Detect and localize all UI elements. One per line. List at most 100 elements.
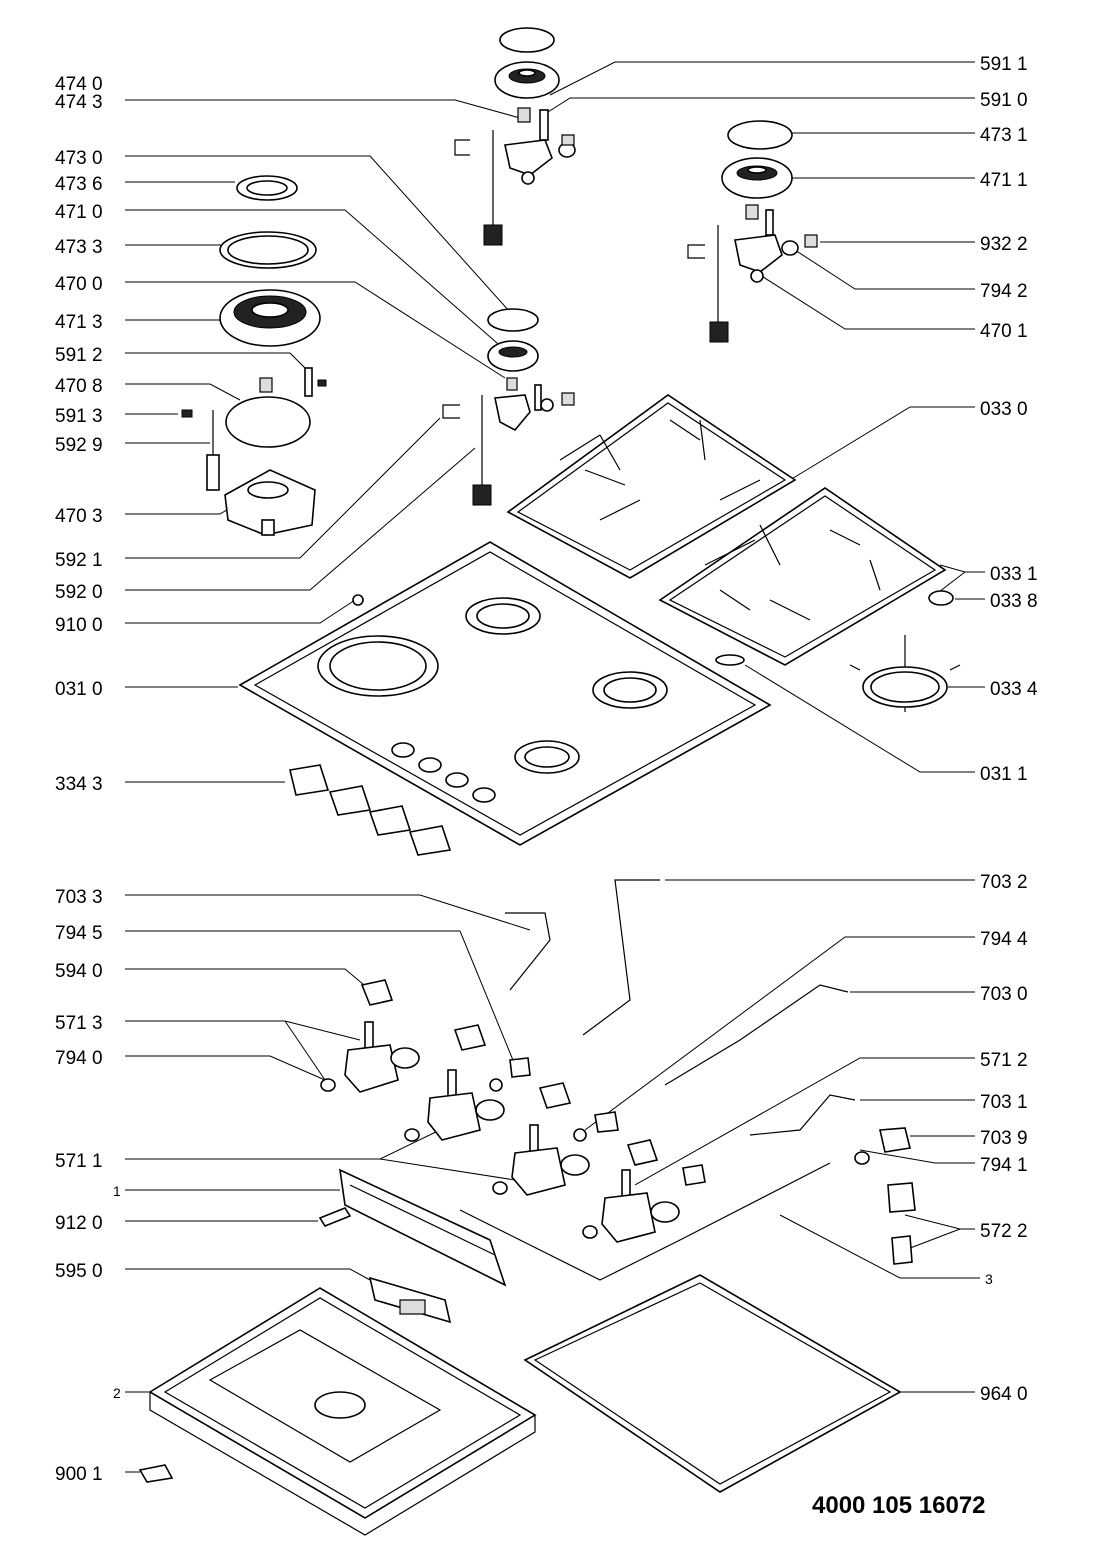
- pipe-703-0: [664, 984, 849, 1086]
- callout-703-3: 703 3: [55, 887, 103, 908]
- leader-572-2: [904, 1214, 975, 1230]
- leader-592-1: [125, 417, 441, 559]
- callout-794-4: 794 4: [980, 929, 1028, 950]
- burner-wok-left: [181, 175, 327, 536]
- callout-571-3: 571 3: [55, 1013, 103, 1034]
- gas-pipes: [459, 879, 916, 1281]
- callout-474-0: 474 0: [55, 74, 103, 95]
- leader-703-3: [125, 894, 531, 931]
- callout-470-0: 470 0: [55, 274, 103, 295]
- manifold-bracket: [318, 1168, 507, 1324]
- leader-591-0: [547, 97, 975, 113]
- leader-473-0: [125, 155, 511, 313]
- pan-supports: [506, 394, 961, 712]
- leader-794-5: [125, 930, 516, 1066]
- hob-top-031-0: [238, 541, 772, 846]
- burner-top-center: [454, 27, 576, 246]
- callout-474-3: 474 3: [55, 92, 103, 113]
- leader-794-4: [584, 936, 975, 1131]
- knob-2: [328, 785, 372, 816]
- callout-471-3: 471 3: [55, 312, 103, 333]
- callout-591-0: 591 0: [980, 90, 1028, 111]
- callout-033-8: 033 8: [990, 591, 1038, 612]
- knob-4: [408, 825, 452, 856]
- seal-794-4: [573, 1128, 587, 1142]
- callout-471-1: 471 1: [980, 170, 1028, 191]
- body-470-0: [494, 394, 531, 432]
- burner-right: [687, 120, 818, 343]
- leader-591-2: [125, 352, 306, 369]
- screw-912-0: [318, 1207, 352, 1227]
- leader-470-8: [125, 383, 241, 401]
- callout-3: 3: [985, 1271, 993, 1287]
- foot-033-8: [928, 590, 954, 606]
- callout-591-1: 591 1: [980, 54, 1028, 75]
- callout-910-0: 910 0: [55, 615, 103, 636]
- tap-571-1-a: [404, 1024, 505, 1142]
- callout-703-9: 703 9: [980, 1128, 1028, 1149]
- knobs-334-3: [289, 764, 452, 856]
- burner-body-470-3: [224, 469, 316, 536]
- leader-572-2-b: [904, 1228, 961, 1251]
- callout-470-8: 470 8: [55, 376, 103, 397]
- leader-470-3: [125, 504, 236, 515]
- leader-571-1-b: [379, 1158, 516, 1181]
- callout-794-1: 794 1: [980, 1155, 1028, 1176]
- callout-572-2: 572 2: [980, 1221, 1028, 1242]
- leader-033-0: [789, 406, 975, 481]
- clip-900-1: [138, 1464, 174, 1483]
- drawing-number: 4000 105 16072: [812, 1492, 986, 1519]
- callout-2: 2: [113, 1385, 121, 1401]
- burner-body-top: [504, 139, 553, 176]
- callout-571-2: 571 2: [980, 1050, 1028, 1071]
- callout-964-0: 964 0: [980, 1384, 1028, 1405]
- leader-571-2: [634, 1057, 975, 1186]
- callout-473-0: 473 0: [55, 148, 103, 169]
- leader-471-0: [125, 209, 506, 351]
- elbow-703-9: [879, 1127, 911, 1153]
- leader-794-1: [859, 1149, 975, 1164]
- callout-1: 1: [113, 1183, 121, 1199]
- callout-703-0: 703 0: [980, 984, 1028, 1005]
- connector-572-2-b: [891, 1235, 913, 1265]
- tap-571-3: [320, 979, 420, 1093]
- leader-474-3: [125, 99, 521, 119]
- callout-033-0: 033 0: [980, 399, 1028, 420]
- knob-hole-3: [445, 772, 469, 788]
- callout-592-1: 592 1: [55, 550, 103, 571]
- burner-center: [442, 308, 575, 506]
- callout-473-6: 473 6: [55, 174, 103, 195]
- leader-470-0: [125, 281, 506, 379]
- leader-595-0: [125, 1268, 371, 1281]
- leader-470-1: [759, 274, 975, 330]
- gasket-outline: [523, 1274, 902, 1493]
- leader-794-0: [125, 1055, 326, 1081]
- bottom-tray-2: [138, 1287, 537, 1536]
- badge-031-1: [715, 654, 745, 666]
- burner-body-right: [734, 234, 783, 273]
- callout-595-0: 595 0: [55, 1261, 103, 1282]
- knob-3: [368, 805, 412, 836]
- callout-591-3: 591 3: [55, 406, 103, 427]
- leader-lines: [125, 61, 985, 1473]
- cap-473-0: [487, 308, 539, 332]
- screw-910-0: [352, 594, 364, 606]
- callout-334-3: 334 3: [55, 774, 103, 795]
- clip-794-5: [509, 1057, 531, 1078]
- callout-794-2: 794 2: [980, 281, 1028, 302]
- left-callouts: 474 0 474 3 473 0 473 6 471 0 473 3 470 …: [55, 74, 121, 1485]
- leader-594-0: [125, 968, 371, 991]
- pipe-703-2: [582, 879, 660, 1036]
- knob-hole-1: [391, 742, 415, 758]
- callout-473-3: 473 3: [55, 237, 103, 258]
- pipe-3: [459, 1162, 831, 1281]
- leader-571-3-b: [284, 1020, 326, 1081]
- callout-592-0: 592 0: [55, 582, 103, 603]
- callout-031-0: 031 0: [55, 679, 103, 700]
- callout-473-1: 473 1: [980, 125, 1028, 146]
- bracket-1: [338, 1168, 507, 1287]
- leader-571-1: [125, 1129, 441, 1160]
- callout-591-2: 591 2: [55, 345, 103, 366]
- callout-900-1: 900 1: [55, 1464, 103, 1485]
- callout-031-1: 031 1: [980, 764, 1028, 785]
